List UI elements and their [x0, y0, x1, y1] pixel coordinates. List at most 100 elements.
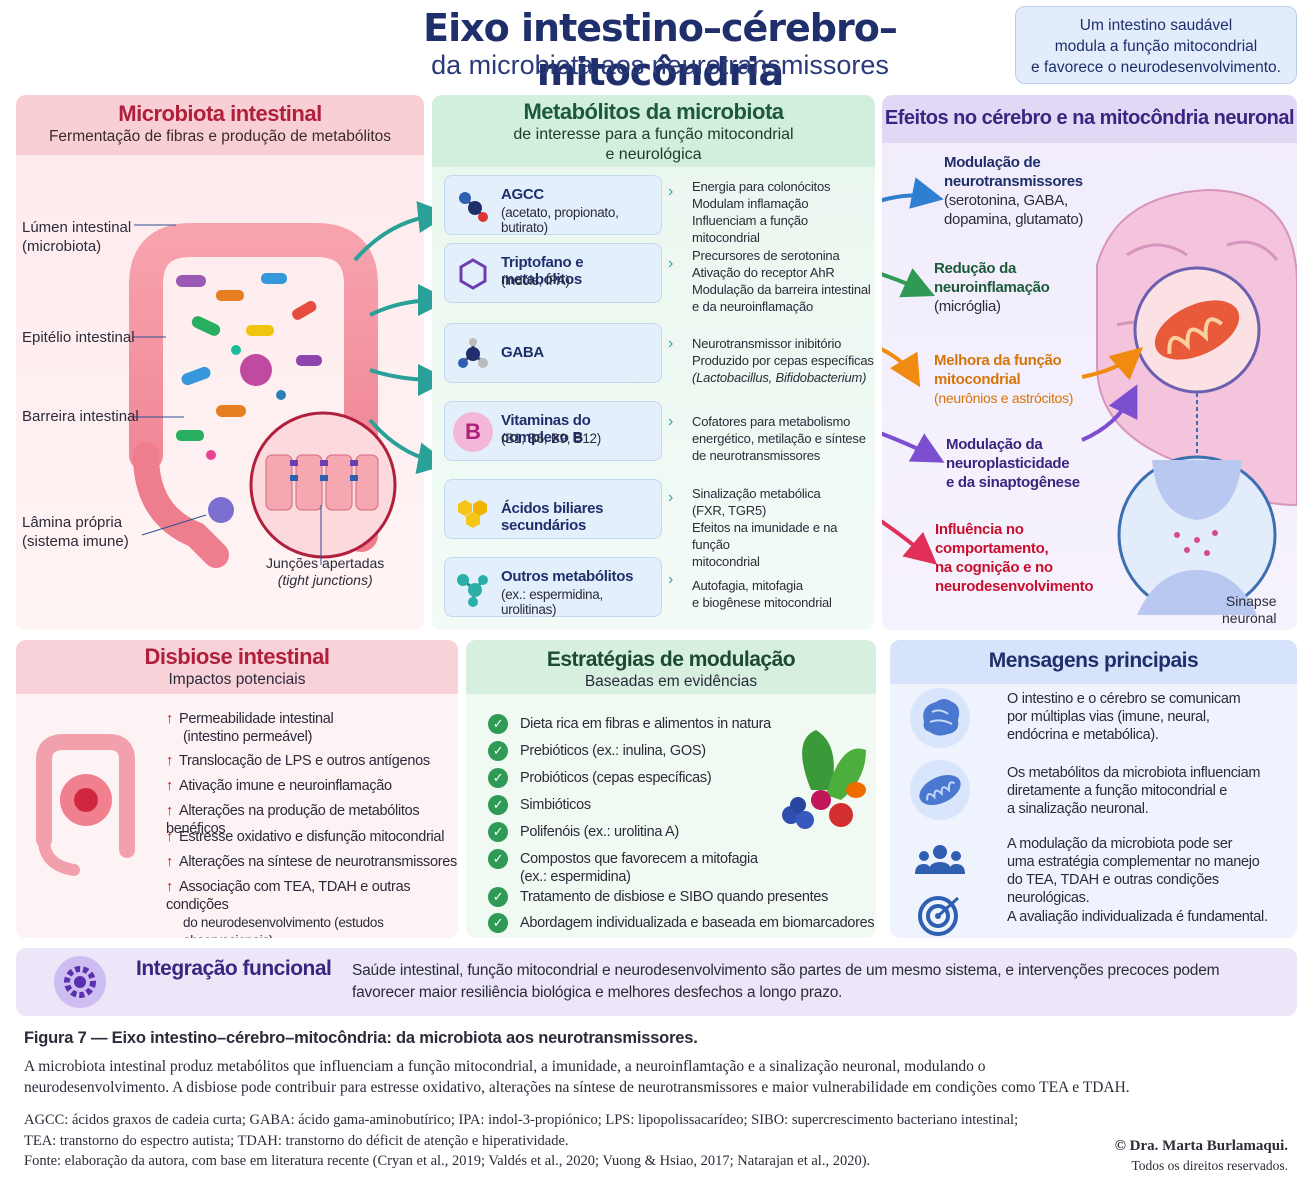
dysbiosis-item: ↑Alterações na síntese de neurotransmiss…: [166, 854, 458, 870]
arrow-up-icon: ↑: [166, 778, 173, 794]
page-subtitle: da microbiota aos neurotransmissores: [431, 50, 889, 80]
strategies-header: Estratégias de modulação Baseadas em evi…: [466, 640, 876, 694]
check-icon: ✓: [488, 714, 508, 734]
arrow-right-icon: ›: [668, 255, 674, 272]
source-note: Fonte: elaboração da autora, com base em…: [24, 1153, 871, 1169]
integration-title: Integração funcional: [136, 957, 332, 980]
synapse-terminal-shape: [1137, 570, 1257, 615]
arrow-right-icon: ›: [668, 413, 674, 430]
strategy-item: ✓Compostos que favorecem a mitofagia(ex.…: [488, 849, 758, 885]
molecule-cluster-icon: [457, 574, 488, 607]
vegetables-fruits-icon: [782, 730, 866, 829]
strategy-item: ✓Tratamento de disbiose e SIBO quando pr…: [488, 887, 828, 907]
message-item: O intestino e o cérebro se comunicam por…: [1007, 691, 1241, 743]
dysbiosis-item: ↑Translocação de LPS e outros antígenos: [166, 753, 430, 769]
immune-cell-icon: [208, 497, 234, 523]
rights-reserved: Todos os direitos reservados.: [1131, 1158, 1288, 1173]
colon-shape: [133, 442, 229, 568]
metabolite-gaba-desc: Neurotransmissor inibitório Produzido po…: [692, 336, 874, 385]
microbiota-panel: Microbiota intestinal Fermentação de fib…: [16, 95, 424, 630]
label-lumen: Lúmen intestinal (microbiota): [22, 219, 132, 255]
dysbiosis-item: ↑Ativação imune e neuroinflamação: [166, 778, 392, 794]
metabolite-vitamin-b: B Vitaminas do complexo B (B1, B6, B9, B…: [444, 401, 662, 461]
label-epithelium: Epitélio intestinal: [22, 329, 135, 346]
metabolite-gaba: GABA: [444, 323, 662, 383]
effect-neuroplasticity: Modulação da neuroplasticidade e da sina…: [946, 436, 1080, 491]
target-icon: [910, 890, 970, 938]
check-icon: ✓: [488, 795, 508, 815]
gear-icon: [54, 956, 106, 1008]
label-barrier: Barreira intestinal: [22, 408, 139, 425]
message-item: Os metabólitos da microbiota influenciam…: [1007, 765, 1261, 817]
hexagon-molecule-icon: [459, 258, 487, 290]
people-icon: [910, 830, 970, 890]
flow-arrows-left: [353, 201, 445, 475]
label-lamina: Lâmina própria (sistema imune): [22, 514, 129, 550]
figure-caption-title: Figura 7 — Eixo intestino–cérebro–mitocô…: [24, 1029, 698, 1047]
strategy-item: ✓Polifenóis (ex.: urolitina A): [488, 822, 679, 842]
barrier-zoom-circle: [249, 411, 397, 559]
brain-icon: [910, 688, 970, 748]
copyright: © Dra. Marta Burlamaqui.: [1114, 1138, 1288, 1154]
message-item: A avaliação individualizada é fundamenta…: [1007, 909, 1268, 925]
check-icon: ✓: [488, 741, 508, 761]
metabolite-others-desc: Autofagia, mitofagia e biogênese mitocon…: [692, 578, 832, 610]
effect-neurotransmitters: Modulação de neurotransmissores (seroton…: [944, 154, 1084, 228]
brain-illustration: [1096, 188, 1297, 615]
effects-panel: Efeitos no cérebro e na mitocôndria neur…: [882, 95, 1297, 630]
effect-neuroinflammation: Redução da neuroinflamação (micróglia): [934, 260, 1050, 315]
colon-shape: [129, 223, 378, 552]
strategy-item: ✓Abordagem individualizada e baseada em …: [488, 913, 875, 933]
dysbiosis-panel: Disbiose intestinal Impactos potenciais …: [16, 640, 458, 938]
dysbiosis-item: ↑Alterações na produção de metabólitos b…: [166, 803, 420, 837]
abbreviations: AGCC: ácidos graxos de cadeia curta; GAB…: [24, 1112, 1019, 1149]
arrow-up-icon: ↑: [166, 711, 173, 727]
check-icon: ✓: [488, 822, 508, 842]
arrow-right-icon: ›: [668, 183, 674, 200]
arrow-right-icon: ›: [668, 571, 674, 588]
intestine-illustration: [129, 223, 397, 568]
strategies-panel: Estratégias de modulação Baseadas em evi…: [466, 640, 876, 938]
arrow-up-icon: ↑: [166, 854, 173, 870]
epithelial-cells: [265, 454, 379, 511]
check-icon: ✓: [488, 768, 508, 788]
metabolites-header: Metabólitos da microbiota de interesse p…: [432, 95, 875, 167]
metabolites-panel: Metabólitos da microbiota de interesse p…: [432, 95, 875, 630]
synapse-label: Sinapse neuronal: [1222, 593, 1277, 626]
metabolite-agcc: AGCC (acetato, propionato, butirato): [444, 175, 662, 235]
strategy-item: ✓Simbióticos: [488, 795, 591, 815]
bacteria-group: [176, 273, 322, 460]
metabolite-bile-acids-desc: Sinalização metabólica (FXR, TGR5) Efeit…: [692, 486, 838, 569]
figure-caption-body: A microbiota intestinal produz metabólit…: [24, 1058, 1130, 1096]
arrow-up-icon: ↑: [166, 879, 173, 895]
effects-header: Efeitos no cérebro e na mitocôndria neur…: [882, 95, 1297, 143]
mitochondria-icon: [910, 760, 970, 820]
dysbiosis-item: ↑Estresse oxidativo e disfunção mitocond…: [166, 829, 445, 845]
integration-text: Saúde intestinal, função mitocondrial e …: [352, 962, 1220, 1001]
metabolite-bile-acids: Ácidos biliares secundários: [444, 479, 662, 539]
check-icon: ✓: [488, 913, 508, 933]
label-junctions: Junções apertadas (tight junctions): [266, 555, 385, 588]
arrow-up-icon: ↑: [166, 803, 173, 819]
effect-behavior: Influência no comportamento, na cognição…: [935, 521, 1094, 595]
metabolite-agcc-desc: Energia para colonócitos Modulam inflama…: [692, 179, 831, 245]
header-callout: Um intestino saudável modula a função mi…: [1015, 6, 1297, 84]
page-title: Eixo intestino–cérebro–mitocôndria: [423, 6, 898, 94]
check-icon: ✓: [488, 887, 508, 907]
check-icon: ✓: [488, 849, 508, 869]
integration-panel: Integração funcional Saúde intestinal, f…: [16, 948, 1297, 1016]
metabolite-vitamin-b-desc: Cofatores para metabolismo energético, m…: [692, 414, 866, 463]
metabolite-tryptophan: Triptofano e metabólitos (indóis, IPA): [444, 243, 662, 303]
hexagon-cluster-icon: [458, 500, 487, 528]
messages-header: Mensagens principais: [890, 640, 1297, 684]
arrow-right-icon: ›: [668, 489, 674, 506]
molecule-icon: [458, 338, 488, 368]
message-item: A modulação da microbiota pode ser uma e…: [1007, 836, 1260, 906]
dysbiosis-header: Disbiose intestinal Impactos potenciais: [16, 640, 458, 694]
dysbiosis-item: ↑Permeabilidade intestinal(intestino per…: [166, 711, 334, 745]
effects-arrows: [882, 177, 1144, 565]
microbiota-header: Microbiota intestinal Fermentação de fib…: [16, 95, 424, 155]
arrow-right-icon: ›: [668, 335, 674, 352]
metabolite-tryptophan-desc: Precursores de serotonina Ativação do re…: [692, 248, 871, 314]
arrow-up-icon: ↑: [166, 753, 173, 769]
